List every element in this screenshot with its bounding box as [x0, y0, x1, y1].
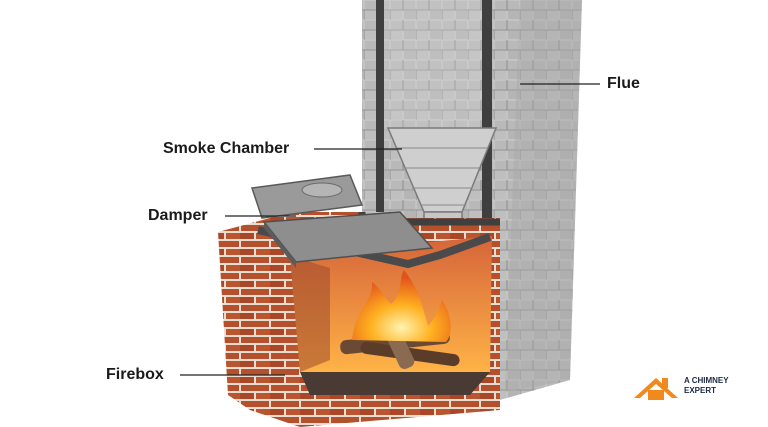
- damper: [251, 174, 434, 268]
- flue-label: Flue: [607, 75, 640, 92]
- leader-lines: [180, 83, 600, 376]
- damper-label: Damper: [148, 207, 208, 224]
- brand-line-1: A CHIMNEY: [684, 376, 729, 385]
- chimney-stack: [362, 0, 582, 400]
- firebox: [218, 212, 500, 427]
- house-roof-icon: [634, 378, 678, 400]
- brand-line-2: EXPERT: [684, 386, 717, 395]
- firebox-label: Firebox: [106, 366, 164, 383]
- smoke-chamber-label: Smoke Chamber: [163, 140, 290, 157]
- brand-logo: A CHIMNEY EXPERT: [632, 372, 742, 402]
